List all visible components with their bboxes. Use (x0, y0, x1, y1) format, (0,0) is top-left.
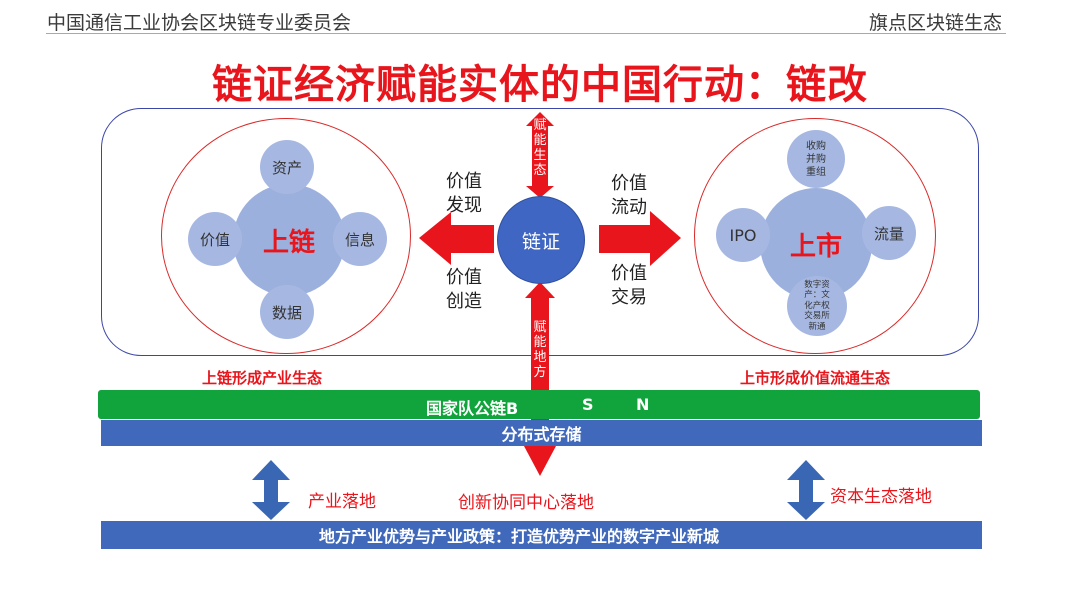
top-double-arrow (526, 112, 554, 198)
value-trade-label: 价值 交易 (611, 263, 647, 308)
right-right-circle: 流量 (862, 206, 916, 260)
right-arrow (599, 211, 681, 266)
right-left-circle: IPO (716, 208, 770, 262)
public-chain-label: 国家队公链B (426, 399, 519, 418)
public-chain-n: N (636, 395, 650, 414)
storage-label: 分布式存储 (501, 425, 582, 444)
capital-landing-label: 资本生态落地 (830, 487, 932, 507)
innovation-landing-label: 创新协同中心落地 (458, 493, 594, 513)
right-right-label: 流量 (873, 224, 904, 243)
policy-label: 地方产业优势与产业政策：打造优势产业的数字产业新城 (319, 527, 720, 546)
left-right-circle: 信息 (333, 212, 387, 266)
value-creation-label: 价值 创造 (446, 267, 482, 312)
hub-circle: 链证 (497, 196, 585, 284)
header-divider (46, 33, 1006, 34)
left-top-circle: 资产 (260, 140, 314, 194)
left-center-label: 上链 (262, 227, 315, 258)
right-bottom-label: 数字资 产：文 化产权 交易所 新通 (804, 279, 830, 332)
right-top-circle: 收购 并购 重组 (787, 130, 845, 188)
left-cluster-ring (161, 118, 411, 354)
left-caption: 上链形成产业生态 (202, 369, 323, 387)
left-top-label: 资产 (271, 158, 302, 177)
left-left-label: 价值 (199, 230, 230, 249)
industry-landing-label: 产业落地 (308, 492, 376, 512)
right-top-label: 收购 并购 重组 (806, 140, 826, 178)
top-arrow-label: 赋 能 生 态 (533, 118, 547, 178)
left-right-label: 信息 (344, 230, 375, 249)
capital-double-arrow (787, 460, 825, 520)
public-chain-s: S (582, 395, 594, 414)
right-bottom-circle: 数字资 产：文 化产权 交易所 新通 (787, 276, 847, 336)
left-bottom-circle: 数据 (260, 285, 314, 339)
right-left-label: IPO (729, 225, 757, 245)
left-center-circle: 上链 (233, 184, 345, 296)
left-bottom-label: 数据 (271, 303, 302, 322)
policy-bar: 地方产业优势与产业政策：打造优势产业的数字产业新城 (101, 521, 982, 549)
bottom-arrow-label: 赋 能 地 方 (533, 320, 547, 380)
storage-bar: 分布式存储 (101, 420, 982, 446)
header-brand: 旗点区块链生态 (868, 12, 1002, 34)
right-center-label: 上市 (789, 231, 842, 262)
left-left-circle: 价值 (188, 212, 242, 266)
industry-double-arrow (252, 460, 290, 520)
left-arrow (419, 212, 494, 265)
right-cluster-ring (694, 118, 936, 354)
public-chain-bar: 国家队公链B S N (98, 390, 980, 419)
hub-label: 链证 (521, 230, 560, 253)
right-caption: 上市形成价值流通生态 (740, 369, 891, 387)
page-title: 链证经济赋能实体的中国行动：链改 (212, 62, 868, 108)
value-flow-label: 价值 流动 (611, 173, 647, 218)
value-discovery-label: 价值 发现 (446, 171, 482, 216)
header-organization: 中国通信工业协会区块链专业委员会 (47, 12, 352, 34)
